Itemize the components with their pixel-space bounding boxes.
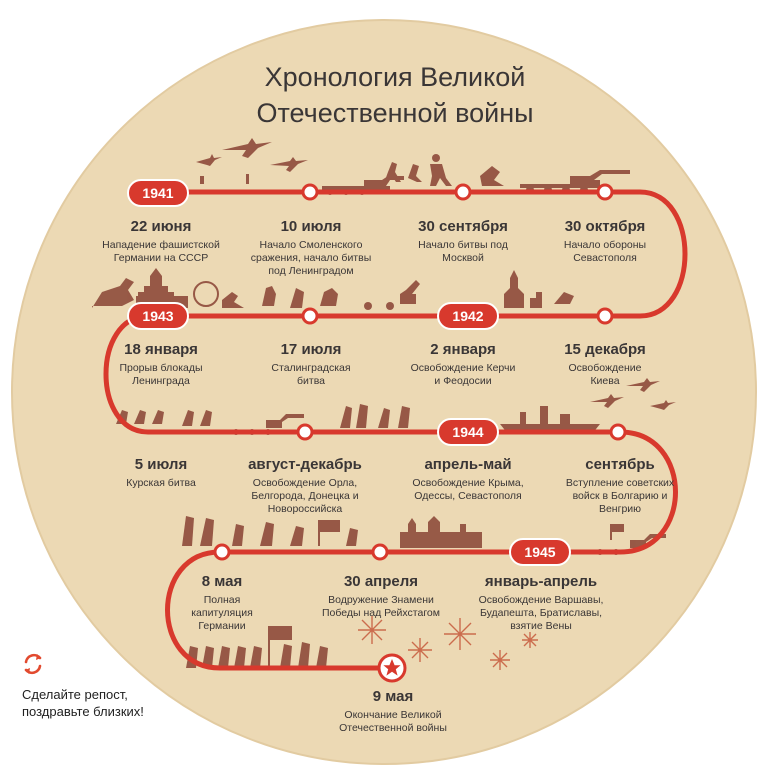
title-line-2: Отечественной войны [256, 98, 534, 128]
event-markers [213, 183, 627, 561]
svg-text:1942: 1942 [452, 308, 483, 324]
year-badge-1942: 1942 [437, 302, 499, 330]
event-date: август-декабрь [248, 456, 362, 473]
event-dot-30-april [371, 543, 389, 561]
victory-star-icon [377, 653, 407, 683]
event-text: Освобождение Орла, Белгорода, Донецка и … [251, 477, 359, 515]
event-text: Вступление советских войск в Болгарию и … [565, 477, 675, 515]
event-text: Начало битвы под Москвой [418, 239, 508, 264]
event-date: 18 января [124, 341, 198, 358]
event-dot-30-september [454, 183, 472, 201]
event-text: Начало Смоленского сражения, начало битв… [250, 239, 372, 277]
event-dot-17-july [301, 307, 319, 325]
event-22-june: 22 июня Нападение фашистской Германии на… [76, 218, 246, 265]
event-17-july: 17 июля Сталинградская битва [226, 341, 396, 388]
event-date: 9 мая [372, 688, 414, 705]
event-date: 8 мая [201, 573, 243, 590]
event-dot-august-december [296, 423, 314, 441]
event-5-july: 5 июля Курская битва [76, 456, 246, 490]
event-january-april: январь-апрель Освобождение Варшавы, Буда… [456, 573, 626, 633]
event-text: Начало обороны Севастополя [563, 239, 647, 264]
event-18-january: 18 января Прорыв блокады Ленинграда [76, 341, 246, 388]
svg-text:1941: 1941 [142, 185, 173, 201]
event-dot-22-june [301, 183, 319, 201]
event-text: Водружение Знамени Победы над Рейхстагом [322, 594, 440, 619]
event-15-december: 15 декабря Освобождение Киева [520, 341, 690, 388]
event-date: 22 июня [130, 218, 192, 235]
event-text: Курская битва [126, 477, 196, 489]
event-text: Сталинградская битва [271, 362, 351, 387]
event-september: сентябрь Вступление советских войск в Бо… [535, 456, 705, 516]
event-text: Нападение фашистской Германии на СССР [102, 239, 220, 264]
event-2-january: 2 января Освобождение Керчи и Феодосии [378, 341, 548, 388]
battle-silhouettes-row-2 [92, 268, 574, 310]
repost-call-to-action: Сделайте репост, поздравьте близких! [22, 687, 144, 719]
event-text: Прорыв блокады Ленинграда [119, 362, 203, 387]
year-badge-1943: 1943 [127, 302, 189, 330]
event-april-may: апрель-май Освобождение Крыма, Одессы, С… [383, 456, 553, 503]
title-line-1: Хронология Великой [264, 62, 526, 92]
background-circle [12, 20, 756, 764]
event-august-december: август-декабрь Освобождение Орла, Белгор… [220, 456, 390, 516]
battle-silhouettes-row-4 [182, 516, 666, 555]
svg-text:1944: 1944 [452, 424, 483, 440]
event-text: Окончание Великой Отечественной войны [339, 709, 447, 734]
event-date: январь-апрель [484, 573, 598, 590]
year-badge-1945: 1945 [509, 538, 571, 566]
event-dot-15-december [596, 307, 614, 325]
event-date: 30 сентября [418, 218, 508, 235]
event-dot-30-october [596, 183, 614, 201]
event-date: 17 июля [280, 341, 342, 358]
event-date: 30 апреля [343, 573, 419, 590]
event-text: Освобождение Керчи и Феодосии [410, 362, 516, 387]
event-date: сентябрь [585, 456, 655, 473]
repost-icon[interactable] [20, 651, 46, 677]
event-text: Полная капитуляция Германии [191, 594, 253, 632]
event-30-april: 30 апреля Водружение Знамени Победы над … [296, 573, 466, 620]
event-10-july: 10 июля Начало Смоленского сражения, нач… [226, 218, 396, 278]
event-date: 2 января [430, 341, 496, 358]
year-badge-1941: 1941 [127, 179, 189, 207]
event-text: Освобождение Крыма, Одессы, Севастополя [412, 477, 524, 502]
event-30-october: 30 октября Начало обороны Севастополя [520, 218, 690, 265]
year-badge-1944: 1944 [437, 418, 499, 446]
event-30-september: 30 сентября Начало битвы под Москвой [378, 218, 548, 265]
svg-text:1943: 1943 [142, 308, 173, 324]
event-date: 30 октября [564, 218, 646, 235]
event-date: апрель-май [424, 456, 512, 473]
event-date: 10 июля [280, 218, 342, 235]
event-date: 15 декабря [564, 341, 646, 358]
fireworks [358, 616, 538, 670]
event-date: 5 июля [134, 456, 188, 473]
event-8-may: 8 мая Полная капитуляция Германии [137, 573, 307, 633]
event-dot-8-may [213, 543, 231, 561]
event-text: Освобождение Варшавы, Будапешта, Братисл… [478, 594, 604, 632]
event-dot-september [609, 423, 627, 441]
event-text: Освобождение Киева [568, 362, 642, 387]
event-9-may: 9 мая Окончание Великой Отечественной во… [308, 688, 478, 735]
svg-text:1945: 1945 [524, 544, 555, 560]
